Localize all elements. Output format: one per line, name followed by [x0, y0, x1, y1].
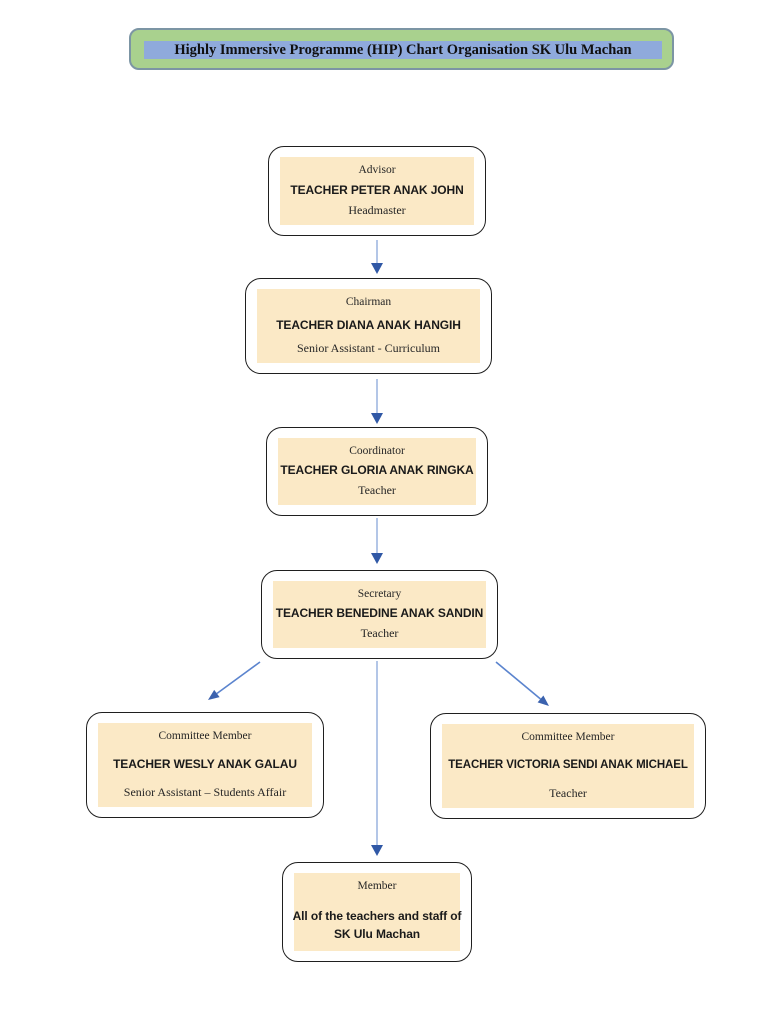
- node-person-name: TEACHER WESLY ANAK GALAU: [113, 756, 297, 771]
- node-advisor-panel: Advisor TEACHER PETER ANAK JOHN Headmast…: [280, 157, 474, 225]
- node-role: Committee Member: [158, 730, 252, 742]
- node-role: Coordinator: [349, 445, 405, 457]
- arrow-secretary-to-committee-right: [495, 661, 549, 706]
- arrow-secretary-to-member: [371, 661, 383, 856]
- node-role: Member: [357, 880, 397, 892]
- node-committee-right-panel: Committee Member TEACHER VICTORIA SENDI …: [442, 724, 694, 808]
- title-band: Highly Immersive Programme (HIP) Chart O…: [144, 41, 662, 59]
- node-chairman: Chairman TEACHER DIANA ANAK HANGIH Senio…: [245, 278, 492, 374]
- node-committee-member-left: Committee Member TEACHER WESLY ANAK GALA…: [86, 712, 324, 818]
- node-subtitle: Teacher: [358, 483, 396, 497]
- node-coordinator-panel: Coordinator TEACHER GLORIA ANAK RINGKA T…: [278, 438, 476, 505]
- node-subtitle: Senior Assistant – Students Affair: [123, 785, 287, 799]
- node-subtitle: Senior Assistant - Curriculum: [297, 341, 440, 355]
- node-secretary: Secretary TEACHER BENEDINE ANAK SANDIN T…: [261, 570, 498, 659]
- node-chairman-panel: Chairman TEACHER DIANA ANAK HANGIH Senio…: [257, 289, 480, 363]
- node-secretary-panel: Secretary TEACHER BENEDINE ANAK SANDIN T…: [273, 581, 486, 648]
- node-member-panel: Member All of the teachers and staff of …: [293, 873, 462, 951]
- node-person-name-line1: All of the teachers and staff of: [292, 908, 462, 923]
- node-coordinator: Coordinator TEACHER GLORIA ANAK RINGKA T…: [266, 427, 488, 516]
- node-subtitle: Headmaster: [348, 203, 406, 217]
- node-person-name: TEACHER BENEDINE ANAK SANDIN: [275, 606, 484, 620]
- arrow-chairman-to-coordinator: [371, 379, 383, 424]
- arrow-coordinator-to-secretary: [371, 518, 383, 564]
- node-role: Secretary: [357, 588, 402, 600]
- node-person-name-line2: SK Ulu Machan: [333, 927, 421, 942]
- node-person-name: TEACHER VICTORIA SENDI ANAK MICHAEL: [448, 758, 688, 771]
- arrow-advisor-to-chairman: [371, 240, 383, 274]
- node-person-name: TEACHER GLORIA ANAK RINGKA: [280, 463, 474, 477]
- node-subtitle: Teacher: [549, 786, 587, 800]
- title-banner: Highly Immersive Programme (HIP) Chart O…: [129, 28, 674, 70]
- node-committee-left-panel: Committee Member TEACHER WESLY ANAK GALA…: [98, 723, 312, 807]
- node-committee-member-right: Committee Member TEACHER VICTORIA SENDI …: [430, 713, 706, 819]
- node-advisor: Advisor TEACHER PETER ANAK JOHN Headmast…: [268, 146, 486, 236]
- page-title: Highly Immersive Programme (HIP) Chart O…: [174, 41, 632, 58]
- node-person-name-block: All of the teachers and staff of SK Ulu …: [293, 907, 462, 944]
- node-role: Committee Member: [521, 731, 615, 743]
- node-role: Advisor: [358, 164, 396, 176]
- node-person-name: TEACHER PETER ANAK JOHN: [290, 182, 464, 197]
- node-role: Chairman: [345, 296, 392, 308]
- arrow-secretary-to-committee-left: [208, 661, 261, 700]
- node-member: Member All of the teachers and staff of …: [282, 862, 472, 962]
- node-subtitle: Teacher: [360, 626, 399, 640]
- node-person-name: TEACHER DIANA ANAK HANGIH: [276, 317, 461, 332]
